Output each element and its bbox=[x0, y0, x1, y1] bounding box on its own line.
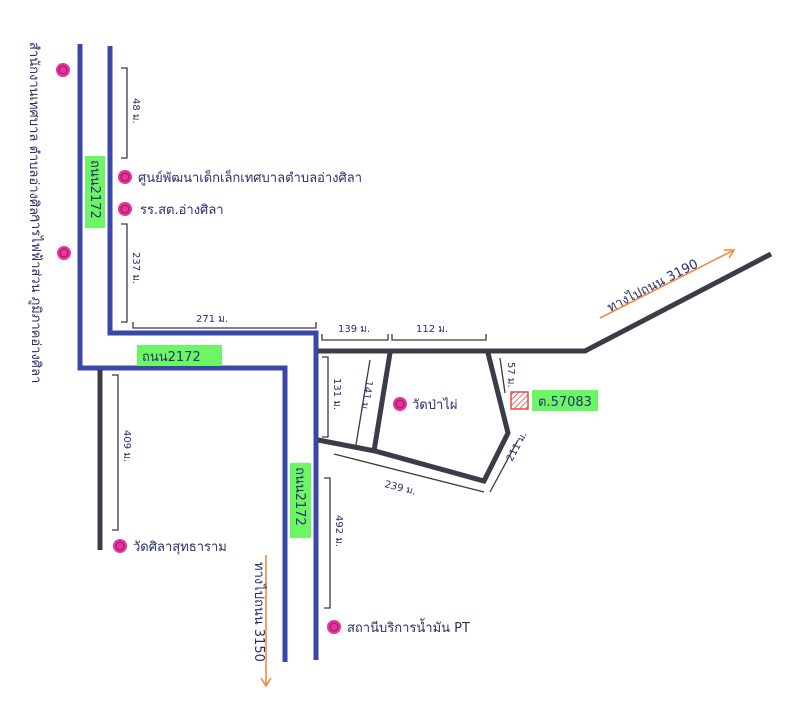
road-2172-label-bottom: ถนน2172 bbox=[290, 463, 311, 538]
road-2172 bbox=[77, 44, 319, 662]
target-property: ต.57083 bbox=[510, 390, 598, 411]
svg-text:ถนน2172: ถนน2172 bbox=[292, 467, 307, 526]
road-2172-label-mid: ถนน2172 bbox=[137, 345, 222, 366]
svg-text:วัดป่าไผ่: วัดป่าไผ่ bbox=[412, 397, 457, 413]
svg-text:ถนน2172: ถนน2172 bbox=[87, 160, 102, 219]
dim-141: 141 ม. bbox=[355, 359, 374, 446]
municipal-office-marker: สำนักงานเทศบาล ตำบลอ่างศิลา bbox=[26, 42, 70, 222]
svg-text:ทางไปถนน 3150: ทางไปถนน 3150 bbox=[251, 562, 267, 662]
dim-492: 492 ม. bbox=[324, 477, 344, 609]
svg-text:409 ม.: 409 ม. bbox=[121, 430, 132, 462]
dim-139: 139 ม. bbox=[321, 324, 389, 341]
school-marker: รร.สต.อ่างศิลา bbox=[118, 202, 224, 218]
svg-text:139 ม.: 139 ม. bbox=[338, 324, 370, 335]
arrow-to-3150: ทางไปถนน 3150 bbox=[251, 555, 272, 688]
local-roads bbox=[97, 251, 773, 550]
svg-text:492 ม.: 492 ม. bbox=[333, 515, 344, 547]
gas-station-marker: สถานีบริการน้ำมัน PT bbox=[327, 618, 470, 636]
svg-text:131 ม.: 131 ม. bbox=[331, 378, 342, 410]
dim-57: 57 ม. bbox=[499, 357, 516, 394]
svg-text:ศูนย์พัฒนาเด็กเล็กเทศบาลตำบลอ่: ศูนย์พัฒนาเด็กเล็กเทศบาลตำบลอ่างศิลา bbox=[138, 168, 362, 186]
wat-sila-marker: วัดศิลาสุทธาราม bbox=[113, 539, 227, 555]
svg-text:271 ม.: 271 ม. bbox=[196, 314, 228, 325]
dim-131: 131 ม. bbox=[322, 356, 342, 438]
dim-237: 237 ม. bbox=[121, 223, 141, 323]
svg-text:ถนน2172: ถนน2172 bbox=[142, 350, 201, 365]
svg-text:141 ม.: 141 ม. bbox=[358, 380, 374, 413]
wat-pamai-marker: วัดป่าไผ่ bbox=[393, 397, 457, 413]
svg-text:ทางไปถนน 3190: ทางไปถนน 3190 bbox=[605, 256, 701, 316]
svg-text:48 ม.: 48 ม. bbox=[130, 98, 141, 124]
electric-office-marker: การไฟฟ้าส่วน ภูมิภาคอ่างศิลา bbox=[28, 214, 71, 383]
svg-text:วัดศิลาสุทธาราม: วัดศิลาสุทธาราม bbox=[133, 540, 227, 555]
svg-text:สำนักงานเทศบาล ตำบลอ่างศิลา: สำนักงานเทศบาล ตำบลอ่างศิลา bbox=[26, 42, 41, 222]
svg-text:รร.สต.อ่างศิลา: รร.สต.อ่างศิลา bbox=[140, 203, 224, 218]
svg-text:237 ม.: 237 ม. bbox=[130, 252, 141, 284]
svg-text:239 ม.: 239 ม. bbox=[383, 479, 417, 497]
dim-48: 48 ม. bbox=[121, 67, 141, 159]
dim-112: 112 ม. bbox=[391, 324, 487, 341]
svg-text:สถานีบริการน้ำมัน PT: สถานีบริการน้ำมัน PT bbox=[347, 618, 470, 636]
dim-409: 409 ม. bbox=[112, 374, 132, 531]
svg-text:57 ม.: 57 ม. bbox=[505, 362, 516, 388]
target-hatched-icon bbox=[510, 391, 529, 410]
svg-text:112 ม.: 112 ม. bbox=[416, 324, 448, 335]
dim-271: 271 ม. bbox=[132, 314, 317, 329]
child-center-marker: ศูนย์พัฒนาเด็กเล็กเทศบาลตำบลอ่างศิลา bbox=[118, 168, 362, 186]
svg-text:ต.57083: ต.57083 bbox=[538, 395, 592, 410]
svg-text:การไฟฟ้าส่วน ภูมิภาคอ่างศิลา: การไฟฟ้าส่วน ภูมิภาคอ่างศิลา bbox=[28, 214, 44, 383]
road-2172-label-left: ถนน2172 bbox=[85, 156, 105, 228]
